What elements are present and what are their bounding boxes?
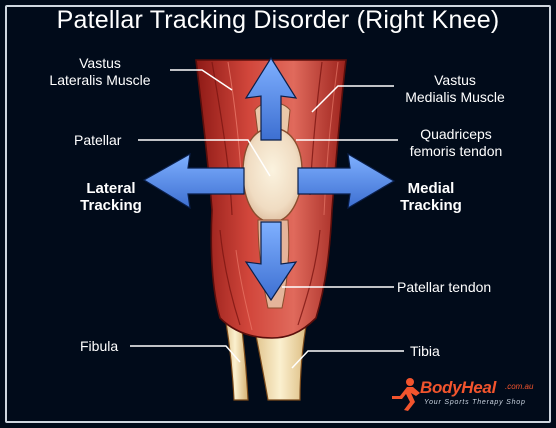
leader-fibula [130,345,241,363]
label-lateral-tracking: Lateral Tracking [80,180,142,214]
patella [242,127,303,223]
logo-domain: .com.au [505,382,534,391]
logo-name: BodyHeal [420,378,497,397]
arrow-up-icon [244,56,298,141]
diagram-title: Patellar Tracking Disorder (Right Knee) [56,6,500,34]
label-fibula: Fibula [80,338,119,354]
label-patellar: Patellar [74,132,122,148]
bodyheal-logo: BodyHeal .com.au Your Sports Therapy Sho… [388,376,548,416]
frame-border [5,5,551,423]
label-quadriceps-tendon: Quadriceps femoris tendon [409,126,503,159]
arrow-down-icon [244,221,298,302]
leader-vastus-medialis [311,85,394,113]
leader-tibia [291,350,404,369]
leader-vastus-lateralis [170,69,233,91]
label-medial-tracking: Medial Tracking [400,180,462,214]
label-vastus-lateralis: Vastus Lateralis Muscle [49,55,151,88]
arrow-left-icon [142,152,245,210]
leader-patellar [138,139,271,177]
label-patellar-tendon: Patellar tendon [397,279,492,295]
label-vastus-medialis: Vastus Medialis Muscle [405,72,505,105]
logo-tagline: Your Sports Therapy Shop [424,399,526,406]
runner-icon [392,378,420,411]
arrow-right-icon [297,152,396,210]
label-tibia: Tibia [410,343,440,359]
